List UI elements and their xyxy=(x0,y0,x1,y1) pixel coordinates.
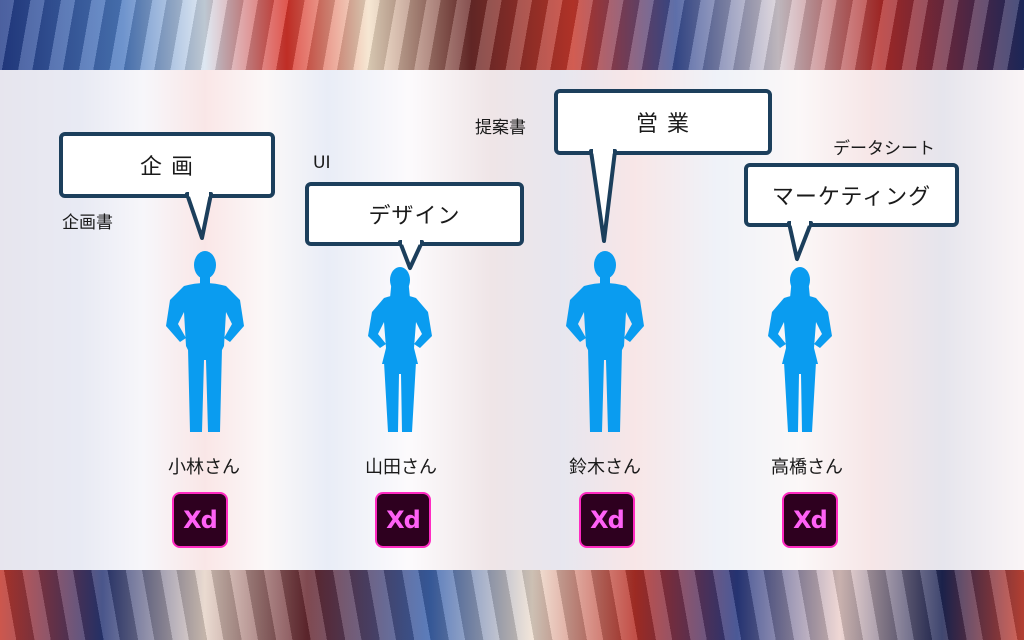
speech-bubble-marketing: マーケティング xyxy=(744,163,959,227)
adobe-xd-icon: Xd xyxy=(782,492,838,548)
role-label: デザイン xyxy=(368,204,461,229)
deliverable-note: データシート xyxy=(833,139,935,159)
person-name: 小林さん xyxy=(168,457,240,478)
speech-bubble-tail xyxy=(185,191,213,240)
role-label: 企 画 xyxy=(140,155,194,180)
person-name: 高橋さん xyxy=(771,457,843,478)
speech-bubble-sales: 営 業 xyxy=(554,89,772,155)
deliverable-note: 提案書 xyxy=(475,118,526,138)
speech-bubble-tail xyxy=(589,148,617,243)
deliverable-note: UI xyxy=(313,153,331,173)
man-silhouette-icon xyxy=(566,251,644,432)
adobe-xd-icon: Xd xyxy=(375,492,431,548)
speech-bubble-tail xyxy=(398,239,424,270)
person-name: 山田さん xyxy=(365,457,437,478)
deliverable-note: 企画書 xyxy=(62,213,113,233)
man-silhouette-icon xyxy=(166,251,244,432)
speech-bubble-planning: 企 画 xyxy=(59,132,275,198)
adobe-xd-icon: Xd xyxy=(172,492,228,548)
role-label: マーケティング xyxy=(771,185,932,210)
role-label: 営 業 xyxy=(636,112,690,137)
woman-silhouette-icon xyxy=(768,267,832,432)
speech-bubble-design: デザイン xyxy=(305,182,524,246)
adobe-xd-icon: Xd xyxy=(579,492,635,548)
woman-silhouette-icon xyxy=(368,267,432,432)
speech-bubble-tail xyxy=(787,220,813,261)
painted-background-top xyxy=(0,0,1024,70)
person-name: 鈴木さん xyxy=(569,457,641,478)
painted-background-bottom xyxy=(0,570,1024,640)
